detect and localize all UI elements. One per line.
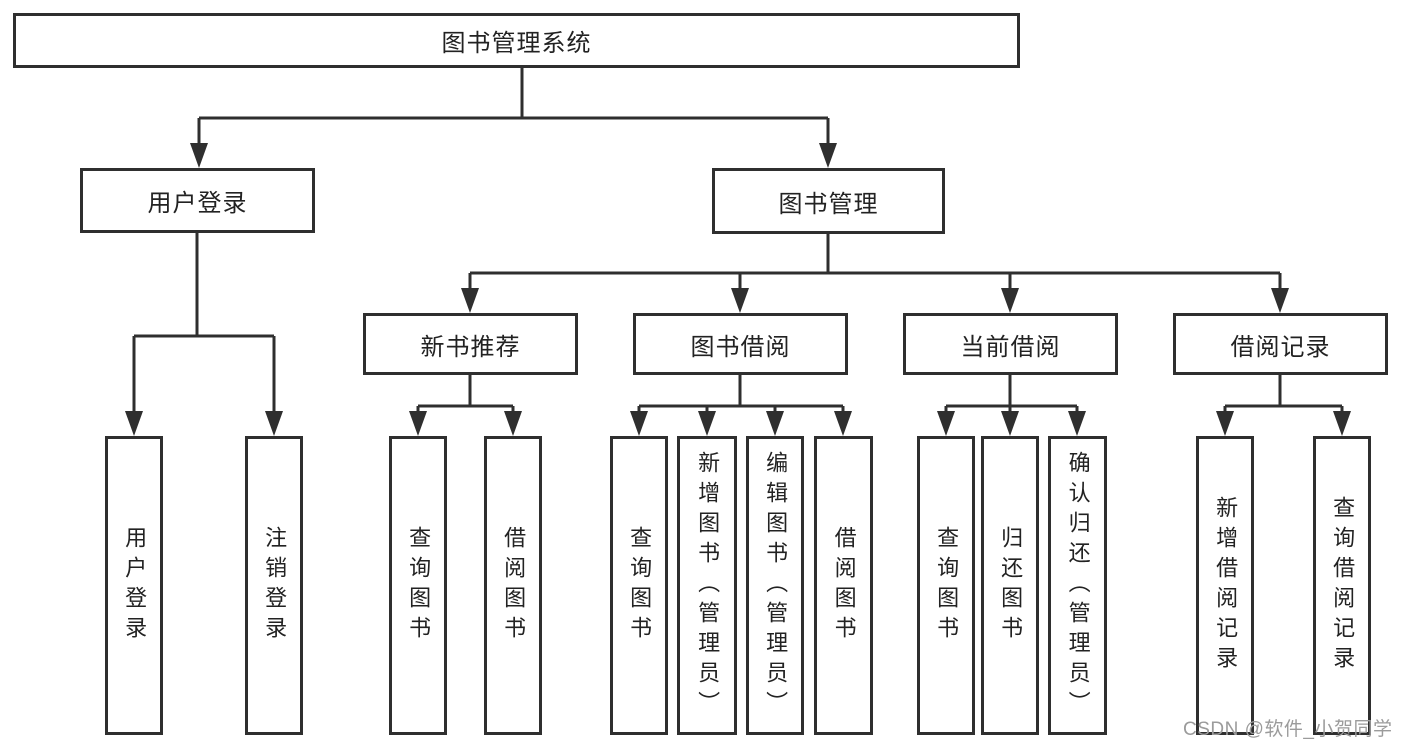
node-system-root: 图书管理系统	[13, 13, 1020, 68]
node-leaf-query-books-borrow-label: 查询图书	[627, 525, 653, 646]
node-leaf-logout: 注销登录	[245, 436, 303, 735]
node-leaf-confirm-return-admin: 确认归还（管理员）	[1048, 436, 1107, 735]
node-leaf-logout-label: 注销登录	[262, 525, 288, 646]
node-leaf-edit-book-admin: 编辑图书（管理员）	[746, 436, 804, 735]
node-system-root-label: 图书管理系统	[441, 30, 592, 57]
node-leaf-query-books-recommend-label: 查询图书	[406, 525, 432, 646]
node-leaf-edit-book-admin-label: 编辑图书（管理员）	[763, 450, 789, 721]
node-borrowing-records-label: 借阅记录	[1230, 333, 1331, 361]
node-leaf-query-books-recommend: 查询图书	[389, 436, 447, 735]
node-leaf-borrow-books-recommend-label: 借阅图书	[501, 525, 527, 646]
node-new-book-recommend-label: 新书推荐	[420, 333, 521, 361]
node-book-borrowing-label: 图书借阅	[690, 333, 791, 361]
node-leaf-query-books-borrow: 查询图书	[610, 436, 668, 735]
node-leaf-query-books-current: 查询图书	[917, 436, 975, 735]
node-leaf-return-book-label: 归还图书	[998, 525, 1024, 646]
node-book-management-label: 图书管理	[778, 190, 879, 218]
node-book-borrowing: 图书借阅	[633, 313, 848, 375]
node-leaf-add-book-admin-label: 新增图书（管理员）	[695, 450, 721, 721]
node-leaf-query-borrow-record: 查询借阅记录	[1313, 436, 1371, 735]
node-leaf-user-login: 用户登录	[105, 436, 163, 735]
node-leaf-borrow-books-recommend: 借阅图书	[484, 436, 542, 735]
node-current-borrowing-label: 当前借阅	[960, 333, 1061, 361]
node-leaf-confirm-return-admin-label: 确认归还（管理员）	[1065, 450, 1091, 721]
node-leaf-user-login-label: 用户登录	[122, 525, 148, 646]
node-leaf-add-borrow-record-label: 新增借阅记录	[1213, 495, 1239, 676]
node-leaf-query-books-current-label: 查询图书	[934, 525, 960, 646]
csdn-watermark: CSDN @软件_小贺同学	[1183, 719, 1393, 740]
node-leaf-query-borrow-record-label: 查询借阅记录	[1330, 495, 1356, 676]
node-leaf-add-book-admin: 新增图书（管理员）	[677, 436, 737, 735]
arrowheads	[125, 143, 1351, 436]
node-borrowing-records: 借阅记录	[1173, 313, 1388, 375]
node-leaf-add-borrow-record: 新增借阅记录	[1196, 436, 1254, 735]
node-current-borrowing: 当前借阅	[903, 313, 1118, 375]
node-book-management: 图书管理	[712, 168, 945, 234]
node-new-book-recommend: 新书推荐	[363, 313, 578, 375]
node-user-login: 用户登录	[80, 168, 315, 233]
node-leaf-borrow-books-label: 借阅图书	[831, 525, 857, 646]
node-leaf-borrow-books: 借阅图书	[814, 436, 873, 735]
node-user-login-label: 用户登录	[147, 190, 248, 217]
node-leaf-return-book: 归还图书	[981, 436, 1039, 735]
